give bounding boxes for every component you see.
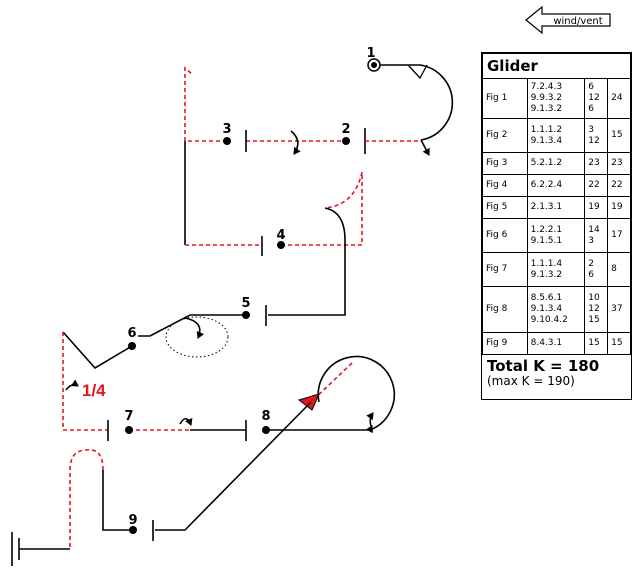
figure-5-dot <box>242 311 250 319</box>
row-total-cell: 23 <box>607 152 631 175</box>
wind-label: wind/vent <box>553 16 602 27</box>
catalog-cell: 1.2.2.1 9.1.5.1 <box>526 218 586 253</box>
row-total-cell: 8 <box>607 252 631 287</box>
figure-2-dot <box>342 137 350 145</box>
figure-6-number: 6 <box>127 326 136 341</box>
figure-7-path <box>129 417 247 441</box>
row-total-cell: 24 <box>607 78 631 119</box>
catalog-cell: 2.1.3.1 <box>526 196 586 219</box>
figure-3-path <box>184 66 227 245</box>
figure-4-dot <box>277 241 285 249</box>
figure-9-dot <box>129 526 137 534</box>
total-k-label: Total K = 180 <box>487 357 600 375</box>
figure-name-cell: Fig 2 <box>482 118 528 153</box>
max-k-label: (max K = 190) <box>487 374 575 388</box>
figure-name-cell: Fig 7 <box>482 252 528 287</box>
figure-9-number: 9 <box>128 513 137 528</box>
k-value-cell: 6 12 6 <box>584 78 609 119</box>
k-value-cell: 14 3 <box>584 218 609 253</box>
catalog-cell: 1.1.1.4 9.1.3.2 <box>526 252 586 287</box>
figure-markers <box>125 137 350 534</box>
figure-6-path: 1/4 <box>62 331 133 441</box>
figure-8-path <box>152 355 396 541</box>
figure-6-dot <box>128 342 136 350</box>
figure-2-path <box>245 130 346 155</box>
k-value-cell: 19 <box>584 196 609 219</box>
figure-1-number: 1 <box>366 46 375 61</box>
figure-4-number: 4 <box>276 228 285 243</box>
catalog-cell: 1.1.1.2 9.1.3.4 <box>526 118 586 153</box>
figure-5-number: 5 <box>241 296 250 311</box>
k-value-cell: 10 12 15 <box>584 286 609 333</box>
totals-block: Total K = 180 (max K = 190) <box>482 355 631 388</box>
k-value-cell: 2 6 <box>584 252 609 287</box>
glider-title: Glider <box>482 53 631 79</box>
figure-name-cell: Fig 9 <box>482 332 528 355</box>
figure-5-path <box>138 314 246 358</box>
k-value-cell: 23 <box>584 152 609 175</box>
k-value-cell: 15 <box>584 332 609 355</box>
figure-name-cell: Fig 5 <box>482 196 528 219</box>
catalog-cell: 5.2.1.2 <box>526 152 586 175</box>
figure-name-cell: Fig 3 <box>482 152 528 175</box>
figure-2-number: 2 <box>341 122 350 137</box>
catalog-cell: 8.5.6.1 9.1.3.4 9.10.4.2 <box>526 286 586 333</box>
figure-8-number: 8 <box>261 409 270 424</box>
row-total-cell: 15 <box>607 118 631 153</box>
figure-1-path <box>364 58 454 156</box>
figure-4-path <box>185 171 363 326</box>
figure-3-number: 3 <box>222 122 231 137</box>
figure-7-dot <box>125 426 133 434</box>
figure-name-cell: Fig 1 <box>482 78 528 119</box>
catalog-cell: 7.2.4.3 9.9.3.2 9.1.3.2 <box>526 78 586 119</box>
figure-name-cell: Fig 4 <box>482 174 528 197</box>
wind-arrow-icon: wind/vent <box>525 5 611 35</box>
k-value-cell: 3 12 <box>584 118 609 153</box>
row-total-cell: 19 <box>607 196 631 219</box>
row-total-cell: 22 <box>607 174 631 197</box>
figure-name-cell: Fig 8 <box>482 286 528 333</box>
figure-8-dot <box>262 426 270 434</box>
figure-9-path <box>11 449 133 566</box>
roll-quarter-label: 1/4 <box>82 381 106 400</box>
k-value-cell: 22 <box>584 174 609 197</box>
figure-7-number: 7 <box>124 409 133 424</box>
catalog-cell: 6.2.2.4 <box>526 174 586 197</box>
catalog-cell: 8.4.3.1 <box>526 332 586 355</box>
figure-3-dot <box>223 137 231 145</box>
row-total-cell: 15 <box>607 332 631 355</box>
row-total-cell: 37 <box>607 286 631 333</box>
figure-name-cell: Fig 6 <box>482 218 528 253</box>
row-total-cell: 17 <box>607 218 631 253</box>
